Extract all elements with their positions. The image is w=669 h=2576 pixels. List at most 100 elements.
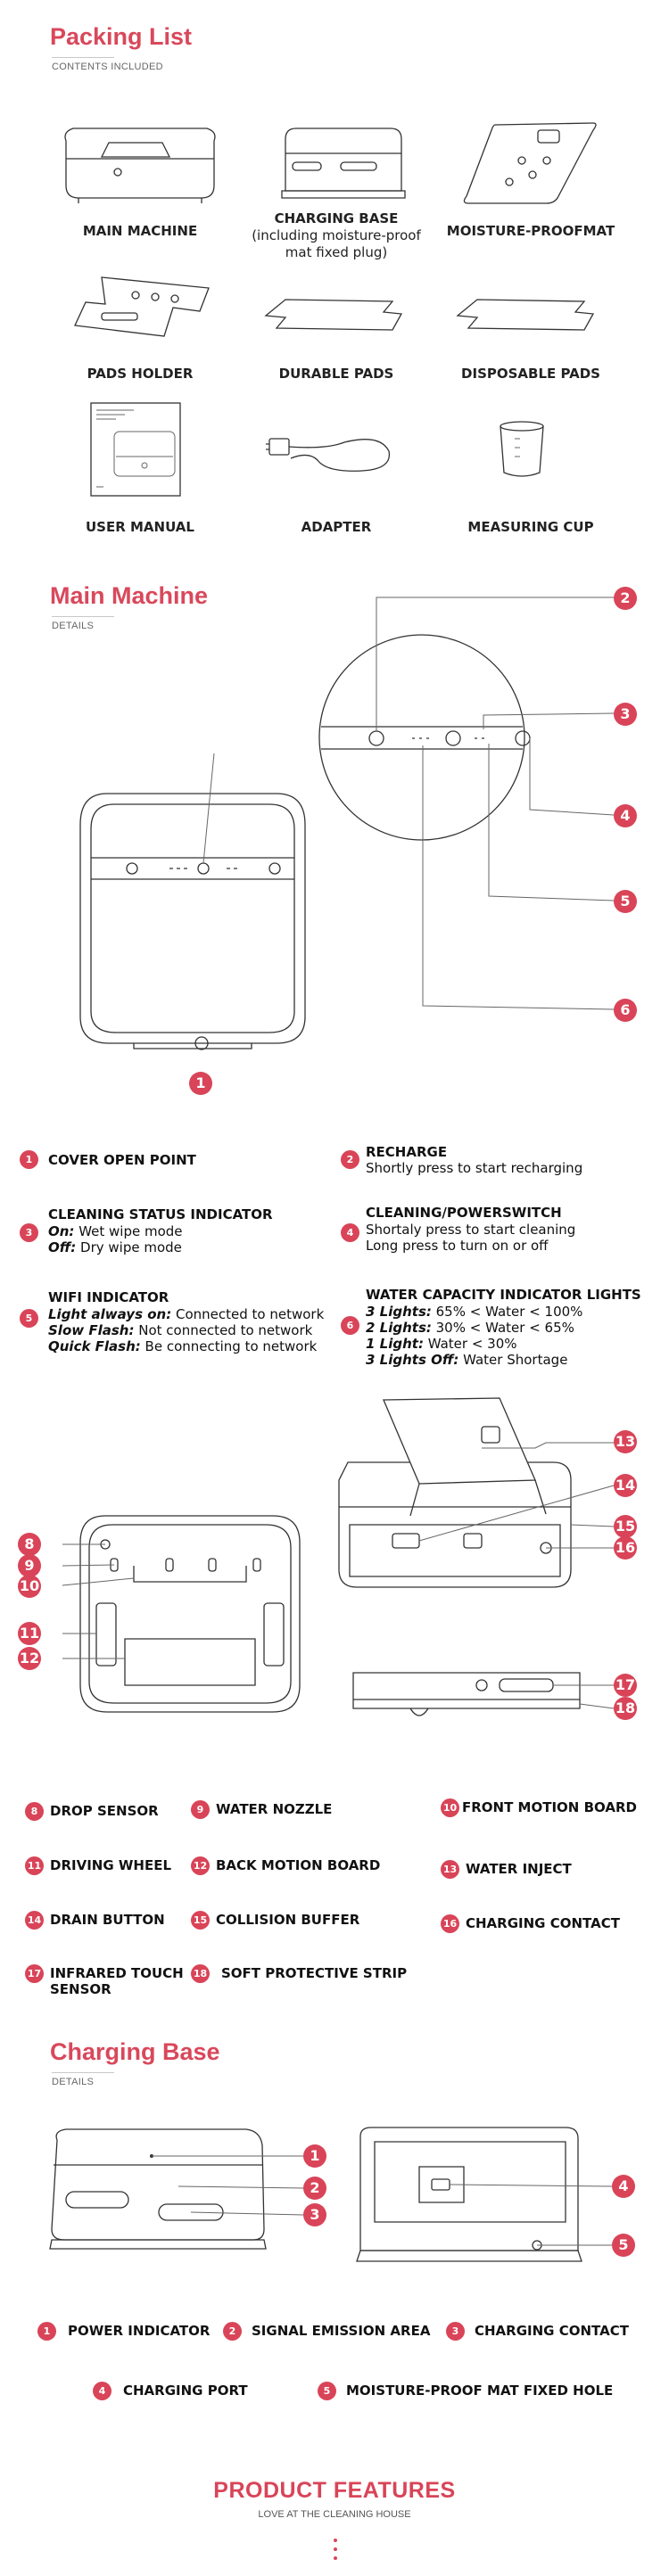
legend-badge: 5 [318, 2382, 336, 2400]
callout-badge: 9 [18, 1554, 41, 1577]
main-machine-diagram [79, 597, 615, 1050]
legend-label: SIGNAL EMISSION AREA [252, 2323, 431, 2339]
legend-line: Slow Flash: Not connected to network [48, 1322, 313, 1338]
packing-item-label: USER MANUAL [86, 519, 194, 535]
pads-holder-image [74, 276, 210, 337]
moisture-proof-mat-image [463, 122, 597, 204]
legend-line: 3 Lights Off: Water Shortage [366, 1352, 568, 1368]
callout-badge: 5 [614, 890, 637, 913]
callout-badge: 13 [614, 1430, 637, 1453]
charging-base-title-rule [52, 2072, 114, 2073]
callout-badge: 10 [18, 1575, 41, 1598]
legend-badge: 4 [93, 2382, 112, 2400]
legend-label: POWER INDICATOR [68, 2323, 211, 2339]
disposable-pads-image [456, 299, 595, 331]
legend-label: FRONT MOTION BOARD [462, 1799, 637, 1815]
legend-badge: 4 [341, 1223, 359, 1242]
legend-title: CLEANING STATUS INDICATOR [48, 1206, 273, 1222]
charging-base-diagram [49, 2127, 613, 2262]
packing-item-label: CHARGING BASE(including moisture-proof m… [252, 210, 421, 260]
callout-badge: 16 [614, 1536, 637, 1560]
main-machine-image [64, 128, 216, 203]
legend-label: INFRARED TOUCH SENSOR [50, 1965, 184, 1997]
packing-item-label: MOISTURE-PROOFMAT [446, 223, 615, 239]
legend-label: DRAIN BUTTON [50, 1912, 165, 1928]
legend-badge: 2 [223, 2322, 242, 2341]
adapter-image [266, 438, 391, 472]
legend-badge: 15 [191, 1911, 210, 1930]
legend-badge: 12 [191, 1856, 210, 1875]
product-features-title: PRODUCT FEATURES [213, 2478, 456, 2503]
legend-label: DROP SENSOR [50, 1803, 159, 1819]
callout-badge: 14 [614, 1474, 637, 1497]
legend-line: Off: Dry wipe mode [48, 1239, 182, 1255]
legend-line: 2 Lights: 30% < Water < 65% [366, 1320, 574, 1336]
legend-label: CHARGING CONTACT [475, 2323, 629, 2339]
main-machine-subtitle: DETAILS [52, 621, 95, 631]
decor-dot [334, 2547, 337, 2551]
packing-list-title: Packing List [50, 23, 193, 50]
legend-badge: 2 [341, 1150, 359, 1169]
legend-line: On: Wet wipe mode [48, 1223, 183, 1239]
charging-base-image [281, 128, 406, 199]
callout-badge: 3 [303, 2203, 326, 2226]
legend-title: WIFI INDICATOR [48, 1289, 169, 1305]
legend-line: 3 Lights: 65% < Water < 100% [366, 1304, 583, 1320]
legend-badge: 9 [191, 1800, 210, 1819]
charging-base-title: Charging Base [50, 2038, 220, 2065]
legend-badge: 16 [441, 1914, 459, 1933]
legend-badge: 3 [446, 2322, 465, 2341]
callout-badge: 15 [614, 1515, 637, 1538]
legend-label: DRIVING WHEEL [50, 1857, 172, 1873]
legend-badge: 14 [25, 1911, 44, 1930]
callout-badge: 18 [614, 1697, 637, 1720]
main-machine-title: Main Machine [50, 582, 209, 609]
legend-label: COLLISION BUFFER [216, 1912, 360, 1928]
legend-title: WATER CAPACITY INDICATOR LIGHTS [366, 1287, 641, 1303]
legend-label: WATER INJECT [466, 1861, 572, 1877]
callout-badge: 5 [612, 2234, 635, 2257]
legend-title: COVER OPEN POINT [48, 1152, 196, 1168]
callout-badge: 6 [614, 999, 637, 1022]
legend-line: Light always on: Connected to network [48, 1306, 325, 1322]
packing-item-label: MEASURING CUP [467, 519, 594, 535]
packing-title-rule [52, 57, 114, 58]
legend-badge: 18 [191, 1964, 210, 1983]
legend-line: Long press to turn on or off [366, 1238, 549, 1254]
decor-dot [334, 2556, 337, 2560]
callout-badge: 4 [614, 804, 637, 827]
packing-item-label: PADS HOLDER [87, 366, 194, 382]
legend-line: Shortaly press to start cleaning [366, 1222, 576, 1238]
legend-badge: 1 [37, 2322, 56, 2341]
packing-item-label: DURABLE PADS [278, 366, 394, 382]
callout-badge: 2 [614, 587, 637, 610]
legend-line: Shortly press to start recharging [366, 1160, 583, 1176]
callout-badge: 11 [18, 1622, 41, 1645]
legend-badge: 8 [25, 1802, 44, 1821]
callout-badge: 1 [189, 1072, 212, 1095]
callout-badge: 17 [614, 1674, 637, 1697]
charging-base-subtitle: DETAILS [52, 2077, 95, 2087]
durable-pads-image [264, 299, 403, 331]
packing-item-label: DISPOSABLE PADS [461, 366, 600, 382]
callout-badge: 2 [303, 2177, 326, 2200]
legend-label: SOFT PROTECTIVE STRIP [221, 1965, 408, 1981]
bottom-view-diagram [62, 1397, 615, 1716]
callout-badge: 8 [18, 1533, 41, 1556]
callout-badge: 12 [18, 1647, 41, 1670]
user-manual-image [90, 402, 181, 497]
legend-label: CHARGING CONTACT [466, 1915, 620, 1931]
legend-badge: 5 [20, 1309, 38, 1328]
legend-badge: 10 [441, 1798, 459, 1817]
legend-badge: 3 [20, 1223, 38, 1242]
legend-title: CLEANING/POWERSWITCH [366, 1205, 562, 1221]
legend-line: Quick Flash: Be connecting to network [48, 1338, 318, 1354]
legend-label: BACK MOTION BOARD [216, 1857, 381, 1873]
legend-badge: 11 [25, 1856, 44, 1875]
product-features-subtitle: LOVE AT THE CLEANING HOUSE [258, 2509, 411, 2520]
legend-line: 1 Light: Water < 30% [366, 1336, 517, 1352]
decor-dot [334, 2539, 337, 2542]
callout-badge: 4 [612, 2175, 635, 2198]
legend-title: RECHARGE [366, 1144, 448, 1160]
callout-badge: 1 [303, 2144, 326, 2168]
